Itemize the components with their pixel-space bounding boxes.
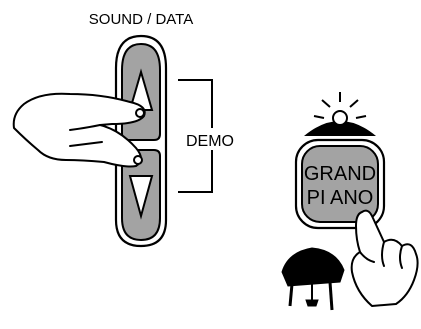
triangle-down-icon bbox=[128, 175, 154, 220]
demo-label-bg bbox=[178, 128, 242, 150]
fingertip-up-mark bbox=[135, 108, 145, 118]
hand-icon bbox=[12, 92, 146, 168]
grand-piano-silhouette-icon bbox=[281, 247, 345, 311]
pointing-hand-icon bbox=[350, 209, 419, 307]
sound-data-up-button[interactable] bbox=[121, 42, 161, 141]
sound-data-label: SOUND / DATA bbox=[89, 11, 193, 28]
grand-label: GRAND bbox=[304, 163, 376, 185]
piano-label: PI ANO bbox=[307, 187, 374, 209]
sound-data-down-button[interactable] bbox=[121, 149, 161, 242]
fingertip-down-mark bbox=[133, 155, 143, 165]
demo-label: DEMO bbox=[186, 133, 234, 150]
indicator-lamp-icon bbox=[304, 92, 376, 136]
grand-piano-button[interactable]: GRAND PI ANO bbox=[294, 138, 386, 230]
